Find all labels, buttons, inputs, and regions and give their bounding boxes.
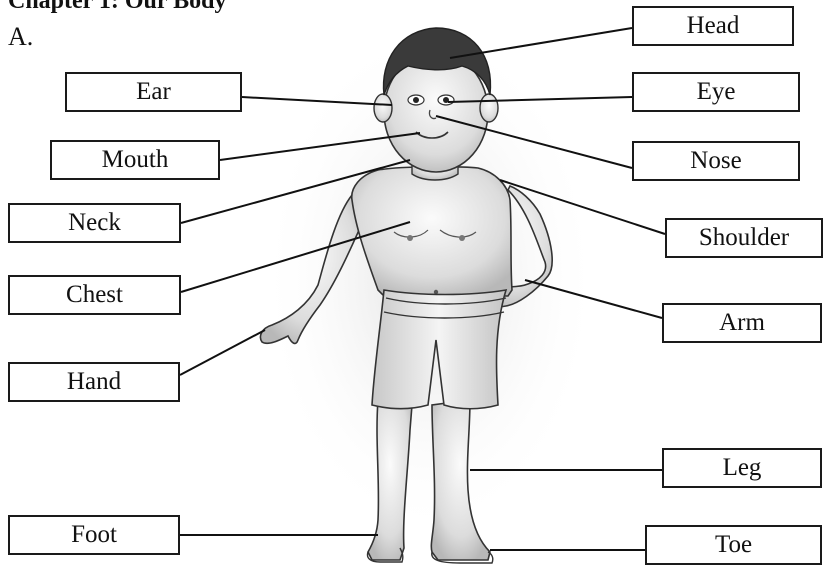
label-arm-text: Arm	[719, 309, 765, 337]
right-ear	[480, 94, 498, 122]
label-neck: Neck	[8, 203, 181, 243]
label-hand: Hand	[8, 362, 180, 402]
label-eye-text: Eye	[697, 78, 736, 106]
label-foot-text: Foot	[71, 521, 117, 549]
label-leg-text: Leg	[723, 454, 762, 482]
label-chest-text: Chest	[66, 281, 123, 309]
label-nose-text: Nose	[690, 147, 741, 175]
label-arm: Arm	[662, 303, 822, 343]
label-nose: Nose	[632, 141, 800, 181]
label-mouth-text: Mouth	[102, 146, 169, 174]
label-shoulder: Shoulder	[665, 218, 823, 258]
label-mouth: Mouth	[50, 140, 220, 180]
left-ear	[374, 94, 392, 122]
label-eye: Eye	[632, 72, 800, 112]
label-toe-text: Toe	[715, 531, 752, 559]
label-leg: Leg	[662, 448, 822, 488]
label-hand-text: Hand	[67, 368, 121, 396]
label-chest: Chest	[8, 275, 181, 315]
label-ear-text: Ear	[136, 78, 171, 106]
leader-hand	[180, 330, 265, 375]
label-neck-text: Neck	[68, 209, 121, 237]
label-head-text: Head	[687, 12, 740, 40]
label-head: Head	[632, 6, 794, 46]
torso	[352, 167, 512, 296]
label-foot: Foot	[8, 515, 180, 555]
label-shoulder-text: Shoulder	[699, 224, 789, 252]
label-ear: Ear	[65, 72, 242, 112]
label-toe: Toe	[645, 525, 822, 565]
